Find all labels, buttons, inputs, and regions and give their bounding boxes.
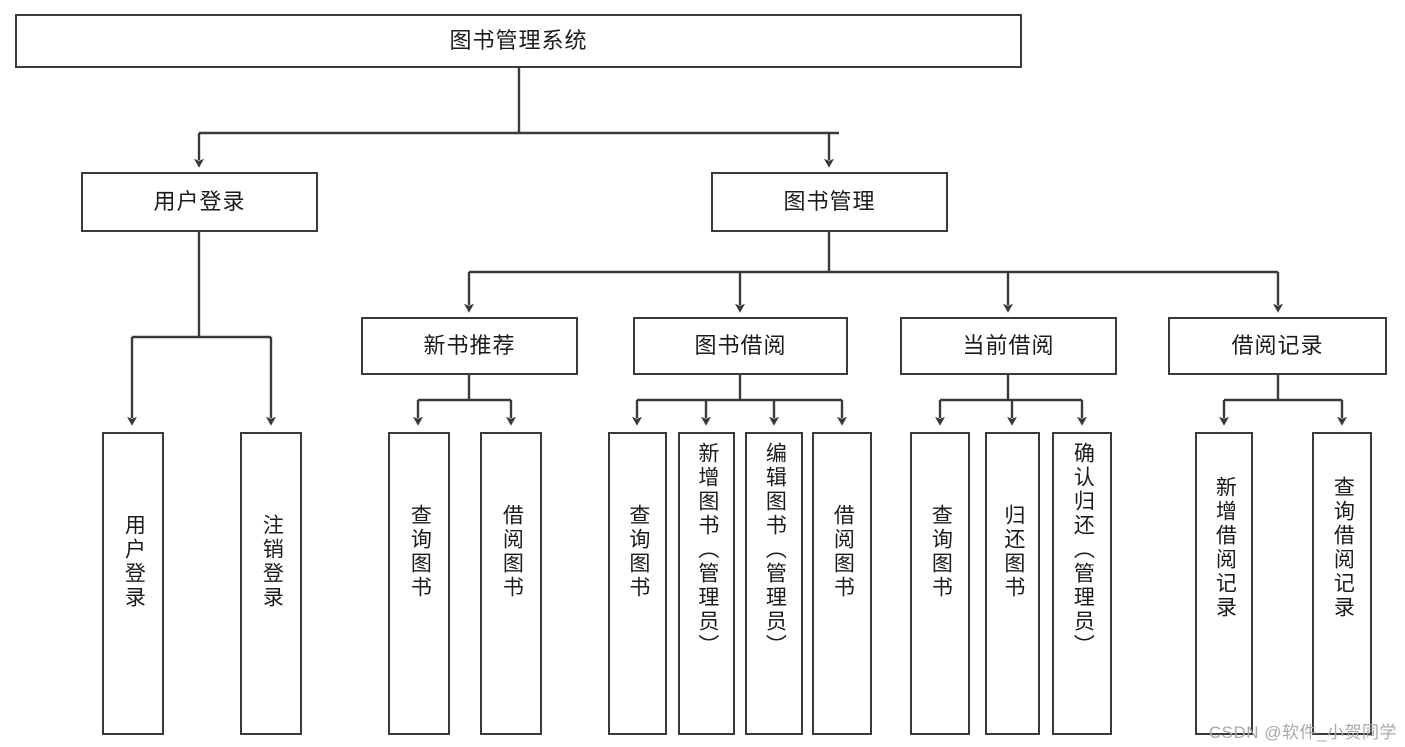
leaf-confirm-return-admin[interactable]: 确认归还（管理员） xyxy=(1052,432,1112,735)
node-user-login[interactable]: 用户登录 xyxy=(81,172,318,232)
leaf-user-login[interactable]: 用户登录 xyxy=(102,432,164,735)
leaf-logout-label: 注销登录 xyxy=(260,514,284,610)
leaf-query-book-3[interactable]: 查询图书 xyxy=(910,432,970,735)
node-book-management-label: 图书管理 xyxy=(783,189,876,215)
node-book-borrow[interactable]: 图书借阅 xyxy=(633,317,848,375)
leaf-confirm-return-admin-label: 确认归还（管理员） xyxy=(1071,442,1095,658)
leaf-query-borrow-record-label: 查询借阅记录 xyxy=(1331,476,1355,620)
leaf-query-book-1[interactable]: 查询图书 xyxy=(388,432,450,735)
node-new-book-recommend-label: 新书推荐 xyxy=(423,333,516,359)
leaf-query-book-2[interactable]: 查询图书 xyxy=(608,432,667,735)
leaf-add-borrow-record-label: 新增借阅记录 xyxy=(1213,476,1237,620)
leaf-borrow-book-2[interactable]: 借阅图书 xyxy=(812,432,872,735)
leaf-add-borrow-record[interactable]: 新增借阅记录 xyxy=(1195,432,1253,735)
node-current-borrow-label: 当前借阅 xyxy=(962,333,1055,359)
leaf-user-login-label: 用户登录 xyxy=(122,514,146,610)
leaf-query-book-2-label: 查询图书 xyxy=(626,504,650,600)
leaf-borrow-book-1[interactable]: 借阅图书 xyxy=(480,432,542,735)
leaf-query-borrow-record[interactable]: 查询借阅记录 xyxy=(1312,432,1372,735)
leaf-borrow-book-1-label: 借阅图书 xyxy=(500,504,524,600)
leaf-logout[interactable]: 注销登录 xyxy=(240,432,302,735)
node-borrow-record-label: 借阅记录 xyxy=(1231,333,1324,359)
node-root[interactable]: 图书管理系统 xyxy=(15,14,1022,68)
node-book-management[interactable]: 图书管理 xyxy=(711,172,948,232)
node-borrow-record[interactable]: 借阅记录 xyxy=(1168,317,1387,375)
node-root-label: 图书管理系统 xyxy=(449,28,588,54)
leaf-edit-book-admin-label: 编辑图书（管理员） xyxy=(763,442,787,658)
node-user-login-label: 用户登录 xyxy=(153,189,246,215)
leaf-return-book-label: 归还图书 xyxy=(1001,504,1025,600)
leaf-return-book[interactable]: 归还图书 xyxy=(985,432,1040,735)
node-current-borrow[interactable]: 当前借阅 xyxy=(900,317,1117,375)
leaf-query-book-3-label: 查询图书 xyxy=(929,504,953,600)
leaf-add-book-admin[interactable]: 新增图书（管理员） xyxy=(678,432,735,735)
leaf-add-book-admin-label: 新增图书（管理员） xyxy=(695,442,719,658)
node-new-book-recommend[interactable]: 新书推荐 xyxy=(361,317,578,375)
leaf-query-book-1-label: 查询图书 xyxy=(408,504,432,600)
watermark: CSDN @软件_小贺同学 xyxy=(1208,723,1397,742)
node-book-borrow-label: 图书借阅 xyxy=(694,333,787,359)
leaf-edit-book-admin[interactable]: 编辑图书（管理员） xyxy=(745,432,803,735)
leaf-borrow-book-2-label: 借阅图书 xyxy=(831,504,855,600)
